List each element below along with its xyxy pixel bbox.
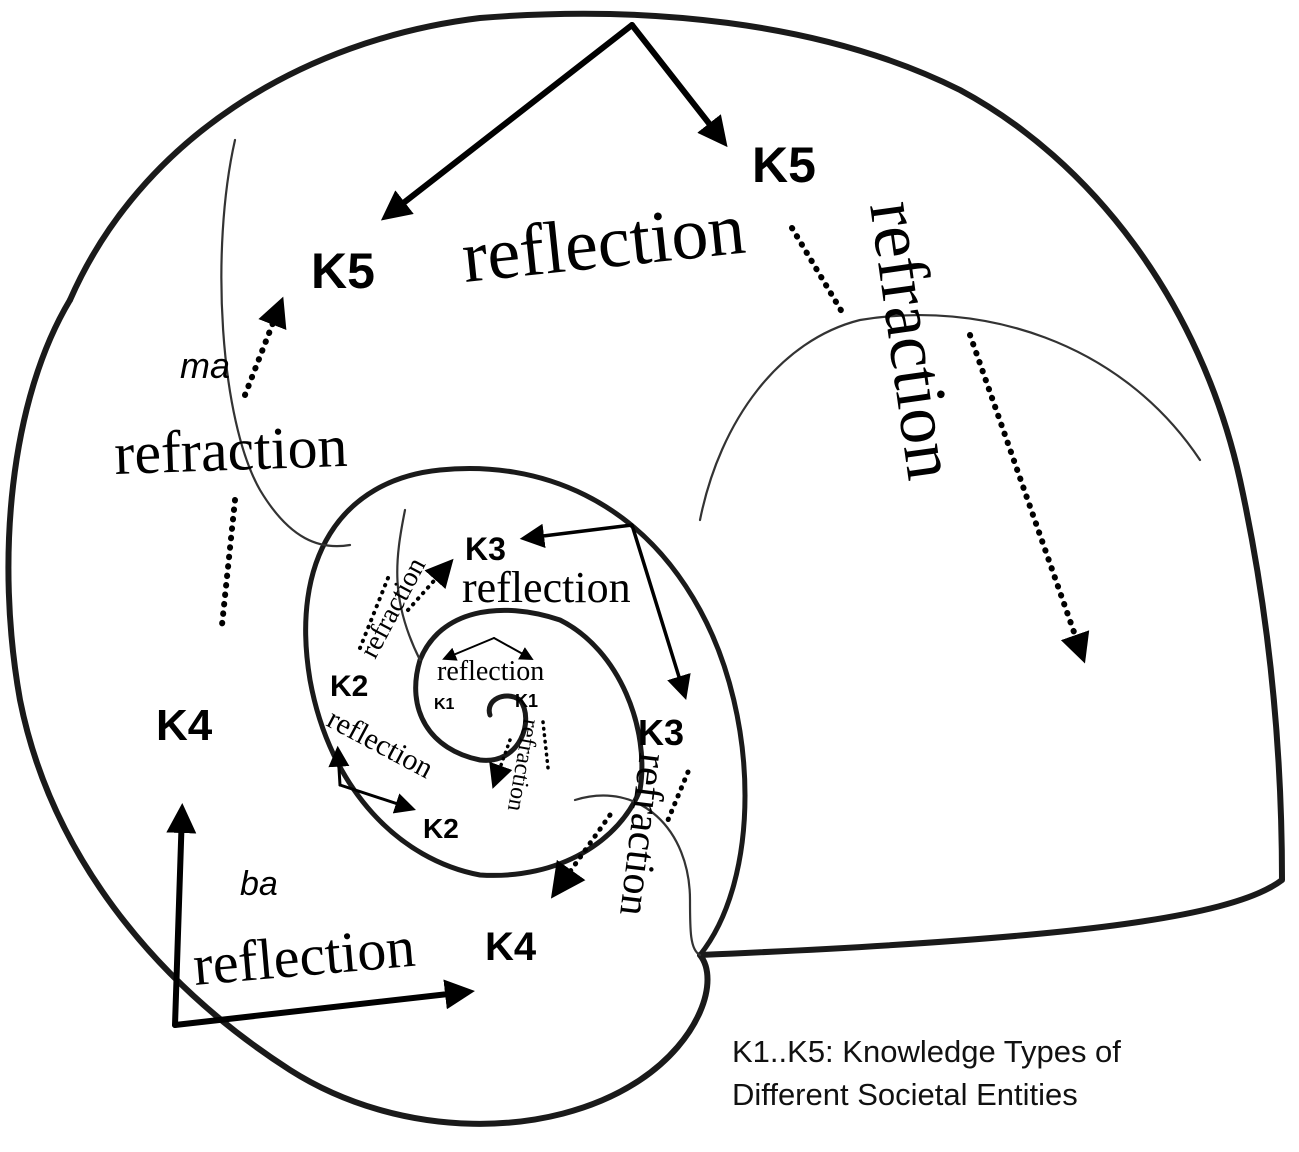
k3-label-upper: K3 — [465, 531, 506, 567]
k4-label-left: K4 — [156, 701, 213, 750]
k1-label-left: K1 — [434, 696, 455, 713]
reflection-word-k3: reflection — [462, 563, 631, 612]
ma-word: ma — [180, 345, 230, 386]
legend: K1..K5: Knowledge Types of Different Soc… — [732, 1030, 1252, 1116]
reflection-word-top: reflection — [458, 188, 749, 299]
k1-label-right: K1 — [515, 691, 538, 711]
refraction-word-k1: refraction — [502, 717, 544, 813]
refraction-arrows — [219, 225, 1090, 899]
refraction-word-k3: refraction — [610, 751, 676, 919]
ba-word: ba — [240, 865, 278, 903]
shell-outline — [5, 10, 1285, 1127]
legend-line-2: Different Societal Entities — [732, 1077, 1078, 1112]
reflection-word-bottom: reflection — [190, 914, 417, 998]
reflection-arrows — [166, 22, 728, 1028]
reflection-word-k1: reflection — [437, 656, 544, 687]
k2-label-left: K2 — [330, 670, 368, 703]
k5-label-top-right: K5 — [752, 137, 816, 193]
k5-label-top-left: K5 — [311, 243, 375, 299]
refraction-word-left: refraction — [113, 413, 348, 487]
refraction-word-right: refraction — [854, 196, 972, 484]
k3-label-right: K3 — [638, 712, 684, 753]
k4-label-bottom: K4 — [485, 925, 537, 969]
k2-label-bottom: K2 — [423, 813, 459, 844]
legend-line-1: K1..K5: Knowledge Types of — [732, 1034, 1121, 1069]
refraction-word-inner: refraction — [354, 553, 432, 664]
